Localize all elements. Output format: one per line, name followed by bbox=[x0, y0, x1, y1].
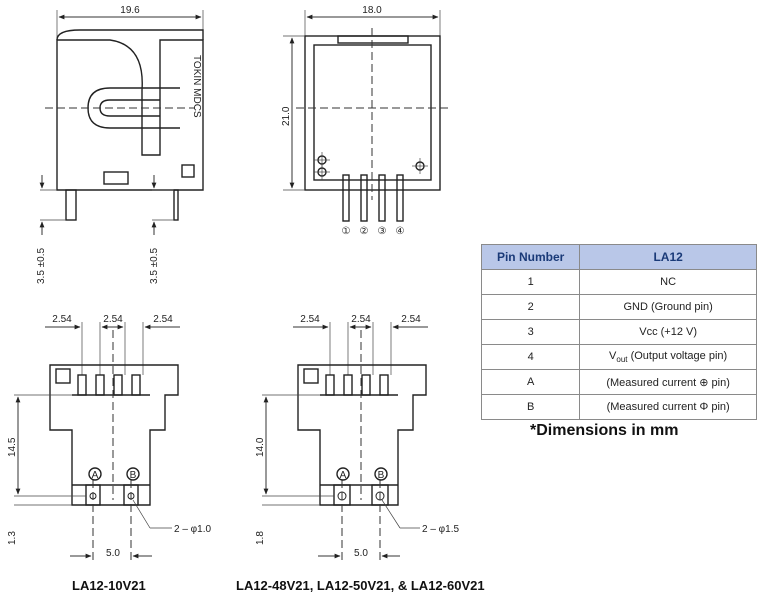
side-width-label: 19.6 bbox=[120, 5, 140, 16]
table-row: B (Measured current Φ pin) bbox=[480, 394, 757, 420]
table-row: A (Measured current ⊕ pin) bbox=[480, 369, 757, 395]
desc-cell: Vcc (+12 V) bbox=[579, 319, 757, 345]
bl-pitch-3: 2.54 bbox=[153, 314, 173, 325]
front-width-label: 18.0 bbox=[362, 5, 382, 16]
table-row: 3 Vcc (+12 V) bbox=[480, 319, 757, 345]
desc-cell: NC bbox=[579, 269, 757, 295]
pin-cell: 2 bbox=[480, 294, 581, 320]
br-spacing-label: 5.0 bbox=[354, 548, 368, 559]
side-brand-label: TOKIN MDCS bbox=[191, 55, 202, 118]
side-body-outline bbox=[56, 39, 204, 191]
bl-pitch-1: 2.54 bbox=[52, 314, 72, 325]
br-pitch-3: 2.54 bbox=[401, 314, 421, 325]
bl-marker-b: B bbox=[130, 470, 137, 481]
bl-pitch-2: 2.54 bbox=[103, 314, 123, 325]
front-view: 18.0 ① ② ③ ④ 21.0 bbox=[281, 5, 452, 237]
br-pitch-2: 2.54 bbox=[351, 314, 371, 325]
pin-cell: A bbox=[480, 369, 581, 395]
front-pin-3 bbox=[378, 174, 386, 222]
pin-table-header-pin: Pin Number bbox=[480, 244, 581, 270]
pin-table-header: Pin Number LA12 bbox=[480, 244, 757, 270]
table-row: 1 NC bbox=[480, 269, 757, 295]
pin-table: Pin Number LA12 1 NC 2 GND (Ground pin) … bbox=[480, 244, 757, 420]
side-pin-right bbox=[173, 189, 179, 221]
bl-spacing-label: 5.0 bbox=[106, 548, 120, 559]
br-marker-b: B bbox=[378, 470, 385, 481]
side-view: 19.6 TOKIN MDCS 3.5 ±0.5 3.5 ±0.5 bbox=[36, 5, 204, 284]
front-height-label: 21.0 bbox=[281, 106, 292, 126]
pin-table-header-la12: LA12 bbox=[579, 244, 757, 270]
bl-offset-label: 1.3 bbox=[7, 531, 18, 545]
table-row: 2 GND (Ground pin) bbox=[480, 294, 757, 320]
pin-cell: 3 bbox=[480, 319, 581, 345]
br-pitch-1: 2.54 bbox=[300, 314, 320, 325]
front-pin-mark-1: ① bbox=[342, 226, 351, 237]
bottom-right-view: 2.54 2.54 2.54 A B 14.0 1.8 5.0 2 – φ1.5 bbox=[255, 314, 460, 560]
vout-main: V bbox=[609, 349, 617, 362]
front-pin-mark-3: ③ bbox=[378, 226, 387, 237]
pin-cell: 1 bbox=[480, 269, 581, 295]
desc-cell: Vout (Output voltage pin) bbox=[579, 344, 757, 370]
vout-rest: (Output voltage pin) bbox=[627, 349, 728, 362]
bl-marker-a: A bbox=[92, 470, 99, 481]
bl-hole-callout: 2 – φ1.0 bbox=[174, 524, 212, 535]
side-pin-left bbox=[65, 189, 77, 221]
pin-cell: B bbox=[480, 394, 581, 420]
pin-cell: 4 bbox=[480, 344, 581, 370]
vout-sub: out bbox=[616, 355, 628, 365]
desc-cell: (Measured current ⊕ pin) bbox=[579, 369, 757, 395]
front-pin-mark-4: ④ bbox=[396, 226, 405, 237]
br-offset-label: 1.8 bbox=[255, 531, 266, 545]
br-hole-callout: 2 – φ1.5 bbox=[422, 524, 460, 535]
front-pin-mark-2: ② bbox=[360, 226, 369, 237]
front-pin-2 bbox=[360, 174, 368, 222]
side-pin-length-right: 3.5 ±0.5 bbox=[149, 247, 160, 284]
front-pin-4 bbox=[396, 174, 404, 222]
caption-right: LA12-48V21, LA12-50V21, & LA12-60V21 bbox=[236, 578, 485, 593]
br-height-label: 14.0 bbox=[255, 437, 266, 457]
bl-body-outline bbox=[49, 364, 179, 506]
bottom-left-view: 2.54 2.54 2.54 A B 14.5 1.3 5.0 bbox=[7, 314, 212, 560]
br-body-outline bbox=[297, 364, 427, 506]
desc-cell: (Measured current Φ pin) bbox=[579, 394, 757, 420]
table-row: 4 Vout (Output voltage pin) bbox=[480, 344, 757, 370]
units-note: *Dimensions in mm bbox=[530, 422, 679, 439]
side-pin-length-left: 3.5 ±0.5 bbox=[36, 247, 47, 284]
caption-left: LA12-10V21 bbox=[72, 578, 146, 593]
br-marker-a: A bbox=[340, 470, 347, 481]
front-pin-1 bbox=[342, 174, 350, 222]
bl-height-label: 14.5 bbox=[7, 437, 18, 457]
desc-cell: GND (Ground pin) bbox=[579, 294, 757, 320]
